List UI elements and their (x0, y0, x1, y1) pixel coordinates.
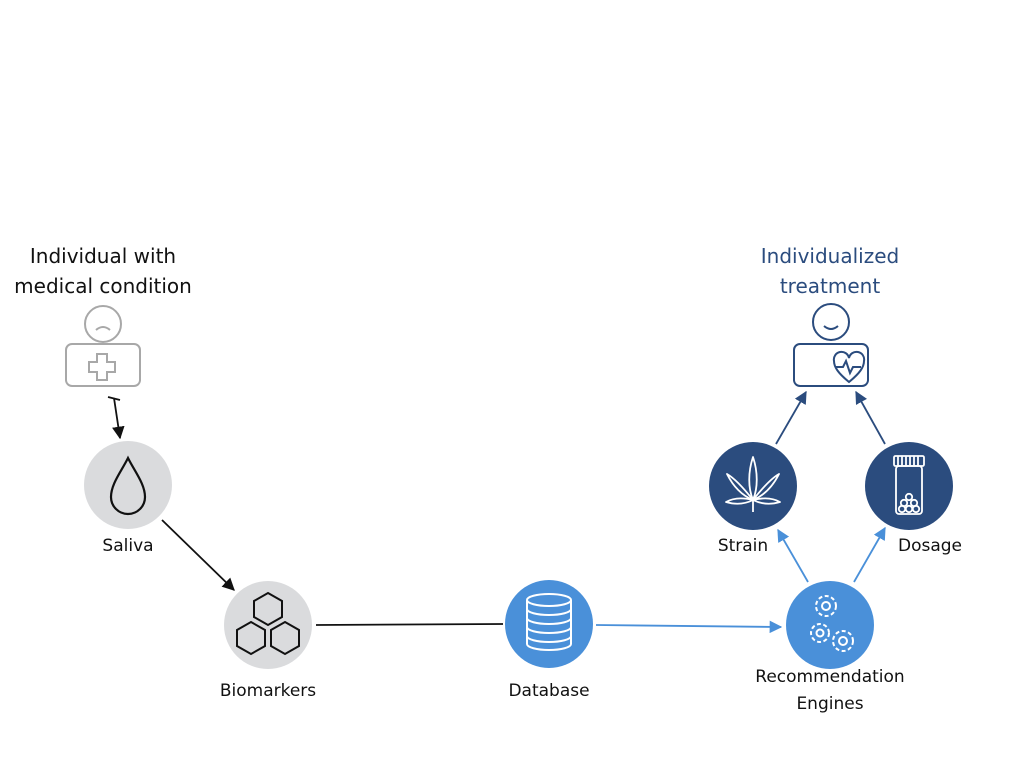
arrow-database-to-engines (595, 620, 783, 634)
engines-label-line1: Recommendation (755, 667, 905, 687)
patient-label-line1: Individual with (29, 244, 177, 268)
dosage-label: Dosage (897, 536, 962, 556)
saliva-label: Saliva (102, 536, 154, 556)
connectors (107, 390, 886, 634)
strain-node (709, 442, 797, 530)
arrow-engines-to-dosage (853, 526, 886, 583)
cannabis-leaf-icon (725, 456, 781, 512)
line-biomarkers-to-database (315, 623, 504, 626)
gears-icon (810, 595, 854, 652)
arrow-saliva-to-biomarkers (161, 519, 235, 591)
database-icon (526, 593, 572, 651)
patient-label-line2: medical condition (14, 274, 192, 298)
engines-node (786, 581, 874, 669)
arrow-engines-to-strain (777, 528, 809, 583)
treatment-label: Individualized treatment (730, 241, 930, 301)
arrow-strain-to-treatment (775, 390, 807, 445)
treatment-label-line1: Individualized (760, 244, 900, 268)
patient-icon (65, 305, 141, 387)
arrow-patient-to-saliva (112, 397, 125, 440)
patient-label: Individual with medical condition (0, 241, 206, 301)
engines-label: Recommendation Engines (730, 664, 930, 718)
biomarkers-node (224, 581, 312, 669)
droplet-icon (109, 455, 147, 516)
strain-label: Strain (717, 536, 769, 556)
biomarkers-label: Biomarkers (219, 681, 317, 701)
database-label: Database (508, 681, 590, 701)
pill-bottle-icon (893, 455, 925, 515)
arrow-dosage-to-treatment (855, 390, 886, 445)
database-node (505, 580, 593, 668)
dosage-node (865, 442, 953, 530)
person-with-heart-icon (793, 303, 869, 387)
saliva-node (84, 441, 172, 529)
engines-label-line2: Engines (796, 694, 864, 714)
hexagon-cluster-icon (236, 591, 300, 656)
treatment-label-line2: treatment (779, 274, 881, 298)
